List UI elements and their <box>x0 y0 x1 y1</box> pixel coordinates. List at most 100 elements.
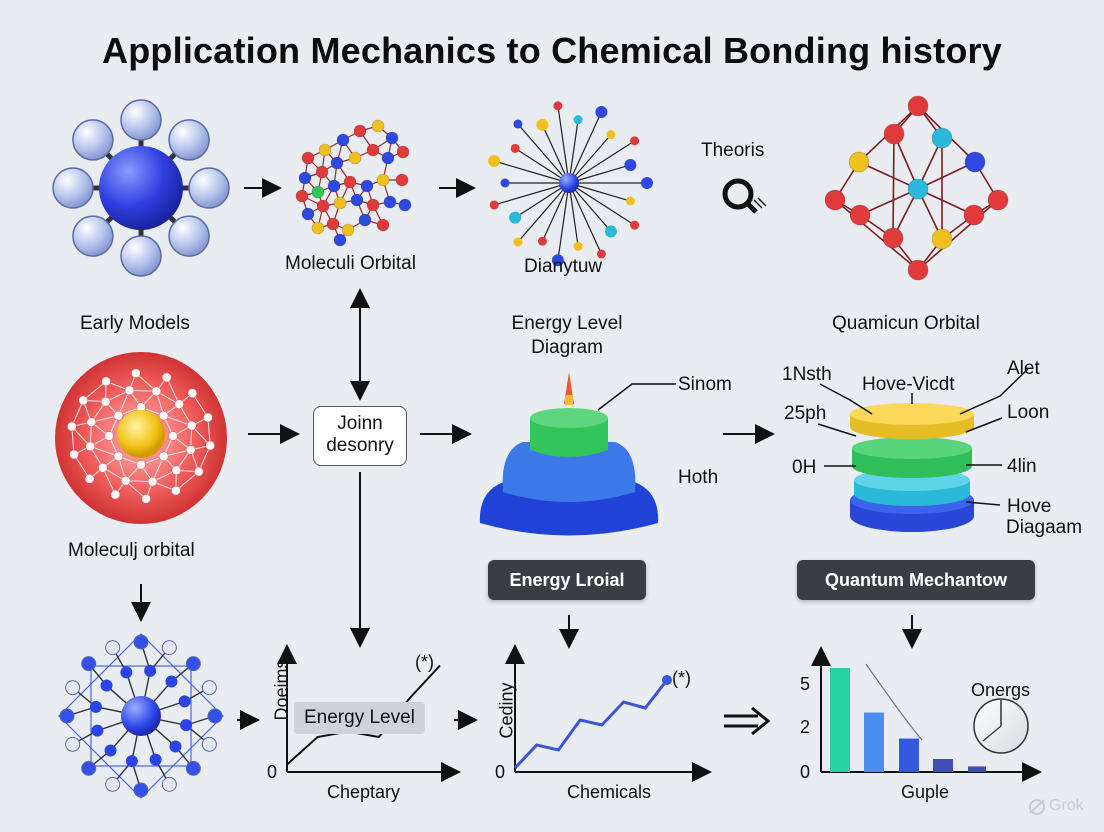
theoris-label: Theoris <box>701 140 765 161</box>
stack-label-1nsth: 1Nsth <box>782 364 832 385</box>
layered-orbital-stack <box>850 403 974 532</box>
chart1-energy-level-tag: Energy Level <box>294 702 425 734</box>
chart2-end-point <box>662 675 672 685</box>
implies-arrow <box>724 706 771 736</box>
cage-molecule <box>58 633 224 799</box>
atom-ball <box>125 755 138 768</box>
quamicun-orbital-label: Quamicun Orbital <box>832 313 980 334</box>
atom-ball <box>595 106 608 119</box>
inner-atom <box>205 440 215 451</box>
atom-ball <box>333 196 347 210</box>
early-model-atom <box>52 99 230 277</box>
line-chart-1 <box>277 644 461 782</box>
atom-ball <box>311 221 325 235</box>
inner-atom <box>186 420 197 431</box>
inner-atom <box>101 376 111 387</box>
atom-ball <box>907 95 929 117</box>
atom-ball <box>537 236 547 246</box>
atom-ball <box>604 225 617 238</box>
atom-ball <box>376 173 390 187</box>
atom-ball <box>987 189 1009 211</box>
energy-level-diagram-label-line2: Diagram <box>531 337 603 358</box>
outer-sphere <box>168 119 210 161</box>
energy-level-diagram-label-line1: Energy Level <box>511 313 623 334</box>
atom-ball <box>360 179 374 193</box>
atom-ball <box>201 680 217 696</box>
join-theory-box: Joinn desonry <box>313 406 407 466</box>
atom-ball <box>185 760 201 776</box>
atom-ball <box>100 679 113 692</box>
atom-ball <box>630 220 640 230</box>
grok-logo-icon <box>1029 799 1045 815</box>
line-chart-2 <box>505 644 712 782</box>
atom-ball <box>120 666 133 679</box>
atom-ball <box>500 178 510 188</box>
inner-atom <box>158 410 169 421</box>
outer-sphere <box>168 215 210 257</box>
atom-ball <box>65 680 81 696</box>
atom-ball <box>81 760 97 776</box>
atom-ball <box>201 736 217 752</box>
inner-atom <box>151 386 162 397</box>
atom-ball <box>298 171 312 185</box>
atom-ball <box>573 115 583 125</box>
atom-ball <box>376 218 390 232</box>
atom-ball <box>353 124 367 138</box>
inner-atom <box>136 460 146 470</box>
early-models-label: Early Models <box>80 313 190 334</box>
atom-ball <box>161 640 177 656</box>
atom-ball <box>553 101 563 111</box>
atom-ball <box>341 223 355 237</box>
atom-ball <box>358 213 372 227</box>
inner-atom <box>171 485 181 496</box>
atom-ball <box>381 151 395 165</box>
atom-ball <box>89 700 102 713</box>
starburst-molecule <box>488 101 653 267</box>
atom-ball <box>964 151 986 173</box>
inner-atom <box>100 396 111 407</box>
atom-ball <box>318 143 332 157</box>
chart3-xlabel: Guple <box>901 782 950 802</box>
atom-ball <box>133 634 149 650</box>
atom-ball <box>326 217 340 231</box>
inner-atom <box>86 417 97 427</box>
energy-lroial-label: Energy Lroial <box>488 560 646 600</box>
atom-ball <box>396 145 410 159</box>
outer-sphere <box>188 167 230 209</box>
energy-cone-diagram <box>479 372 659 536</box>
page-title: Application Mechanics to Chemical Bondin… <box>102 30 1002 71</box>
chart3-tick-0: 0 <box>800 762 811 782</box>
atom-ball <box>91 724 104 737</box>
dianytuw-label: Dianytuw <box>524 256 603 277</box>
atom-ball <box>165 675 178 688</box>
chart1-ylabel: Doeims <box>271 659 292 721</box>
sinom-label: Sinom <box>678 374 732 395</box>
atom-ball <box>488 155 501 168</box>
atom-ball <box>824 189 846 211</box>
stack-label-25ph: 25ph <box>784 403 827 424</box>
center-atom <box>559 173 579 193</box>
join-box-line2: desonry <box>326 435 394 456</box>
chart3-bar <box>830 668 850 772</box>
atom-ball <box>963 204 985 226</box>
atom-ball <box>301 151 315 165</box>
atom-ball <box>343 175 357 189</box>
watermark-label: Grok <box>1049 797 1084 814</box>
inner-atom <box>131 368 141 378</box>
atom-ball <box>366 198 380 212</box>
inner-atom <box>171 465 182 476</box>
bar-chart <box>811 646 1042 782</box>
atom-ball <box>385 131 399 145</box>
atom-ball <box>931 127 953 149</box>
inner-atom <box>69 449 79 460</box>
atom-ball <box>882 227 904 249</box>
theory-network-molecule <box>824 95 1009 281</box>
inner-atom <box>203 412 213 423</box>
inner-atom <box>141 494 151 504</box>
atom-ball <box>907 178 929 200</box>
stack-label-loon: Loon <box>1007 402 1050 423</box>
stack-label-4lin: 4lin <box>1007 456 1037 477</box>
inner-atom <box>98 463 108 473</box>
